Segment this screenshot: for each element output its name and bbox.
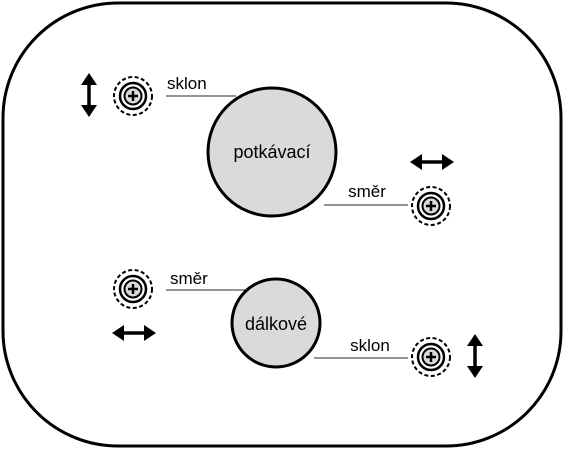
low-beam-lamp-label: potkávací <box>233 142 310 162</box>
low-beam-tilt-adjuster-screw <box>112 75 154 117</box>
low-beam-lamp <box>206 86 338 218</box>
high-beam-tilt-adjuster-screw <box>410 336 452 378</box>
high-beam-direction-adjuster-screw <box>112 268 154 310</box>
high-beam-tilt-label: sklon <box>350 336 390 355</box>
low-beam-direction-adjuster-screw <box>410 185 452 227</box>
low-beam-tilt-label: sklon <box>167 74 207 93</box>
high-beam-direction-label: směr <box>170 269 208 288</box>
high-beam-lamp-label: dálkové <box>245 314 307 334</box>
low-beam-direction-label: směr <box>348 182 386 201</box>
high-beam-lamp <box>230 277 322 369</box>
